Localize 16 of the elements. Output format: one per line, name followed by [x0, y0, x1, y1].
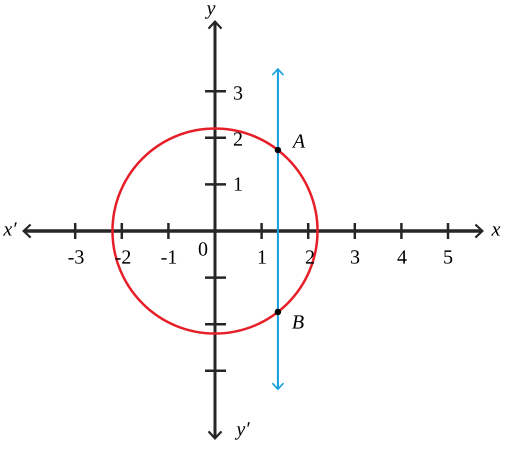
tick-label: 0 [198, 242, 208, 256]
tick-label: 5 [444, 250, 452, 264]
axis-label: y [204, 5, 216, 19]
tick-label: 4 [397, 250, 407, 264]
axis-label: x′ [3, 222, 17, 236]
tick-label: -3 [68, 250, 84, 264]
tick-label: 2 [234, 132, 242, 146]
point-label: B [292, 315, 304, 329]
tick-label: -1 [161, 250, 176, 264]
tick-label: 1 [258, 250, 266, 264]
point-label: A [292, 134, 306, 148]
tick-label: 3 [350, 250, 360, 264]
tick-label: 3 [234, 86, 242, 100]
tick-label: 1 [234, 177, 242, 191]
axis-label: y′ [234, 422, 250, 440]
axis-label: x [491, 226, 500, 236]
